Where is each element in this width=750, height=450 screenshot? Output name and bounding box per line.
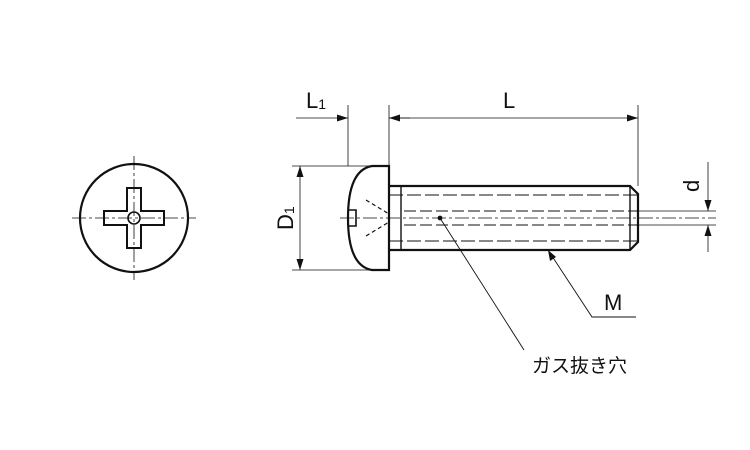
head-recess-dashed <box>365 199 390 237</box>
vent-leader-line <box>439 217 525 351</box>
l-arrow-right <box>627 114 638 122</box>
label-l1-sub: 1 <box>318 96 326 112</box>
m-leader-line <box>547 249 636 318</box>
label-thread-d-text: d <box>679 180 704 192</box>
head-recess-notch <box>348 209 357 227</box>
d1-arrow-bottom <box>296 259 304 270</box>
label-thread-d: d <box>679 180 704 192</box>
end-view <box>72 156 196 280</box>
label-length: L <box>503 88 515 113</box>
label-vent-hole: ガス抜き穴 <box>532 355 627 377</box>
label-l1: L1 <box>306 88 326 113</box>
phillips-cross-icon <box>103 187 165 249</box>
m-leader-arrow <box>548 250 556 261</box>
label-thread-m: M <box>604 290 622 315</box>
vent-leader-dot <box>437 215 443 221</box>
l1-arrow-left <box>337 114 348 122</box>
label-l1-main: L <box>306 88 318 113</box>
d-arrow-top <box>704 200 712 211</box>
d1-arrow-top <box>296 166 304 177</box>
labels: L1 L D1 d M ガス抜き穴 <box>273 88 704 377</box>
label-d1-main: D <box>273 214 298 230</box>
dimensions <box>292 105 716 351</box>
label-d1-text: D1 <box>273 206 298 230</box>
side-view <box>340 164 716 272</box>
label-d1: D1 <box>273 206 298 230</box>
shank-outline <box>389 184 640 252</box>
label-d1-sub: 1 <box>281 206 297 214</box>
d-arrow-bottom <box>704 225 712 236</box>
